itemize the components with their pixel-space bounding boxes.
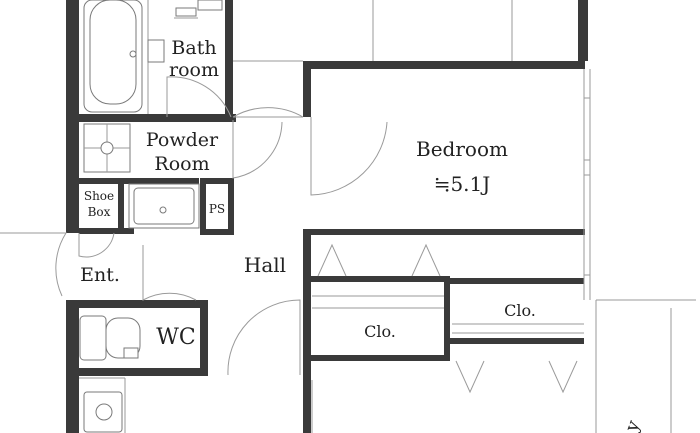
toilet — [79, 315, 141, 361]
wc-label: WC — [156, 325, 195, 350]
shoebox-label-line1: Shoe — [84, 189, 114, 203]
wall-powder-bottom — [79, 178, 199, 184]
wall-left-middle — [66, 118, 79, 233]
wall-bath-bottom — [66, 114, 236, 122]
wall-closet-divider — [444, 276, 450, 361]
bedroom-label: Bedroom — [416, 137, 508, 161]
wall-wc-right — [200, 300, 208, 376]
washbasin — [128, 183, 200, 229]
entrance-label: Ent. — [80, 264, 120, 286]
wall-shoebox-bottom — [79, 228, 134, 234]
balcony-label-partial: y — [621, 417, 645, 433]
wall-closet-right-top — [444, 278, 584, 284]
wall-ps-right — [228, 178, 234, 234]
wall-closet-left-top — [305, 276, 450, 282]
wc-door — [227, 299, 301, 376]
washing-machine — [83, 123, 131, 173]
bath-door — [166, 76, 232, 118]
wall-closet-left-bottom — [305, 355, 450, 361]
wall-bedroom-top — [303, 61, 585, 69]
hall-label: Hall — [244, 253, 286, 277]
closet-left-label: Clo. — [364, 322, 396, 341]
bedroom-size: ≒5.1J — [434, 172, 491, 196]
wall-ps-left — [200, 178, 206, 234]
wall-wc-bottom — [66, 368, 206, 376]
hall-upper-door — [232, 60, 304, 118]
lower-sink — [83, 391, 123, 433]
wall-bath-right — [225, 0, 233, 118]
wall-shoebox-right — [118, 178, 124, 234]
closet-right-label: Clo. — [504, 301, 536, 320]
powder-label-line1: Powder — [146, 129, 219, 151]
ps-label: PS — [209, 202, 225, 216]
wall-left-upper — [66, 0, 79, 118]
bath-label-line1: Bath — [171, 37, 216, 59]
wall-bedroom-left-upper — [303, 61, 311, 117]
bath-faucet — [147, 0, 223, 63]
bedroom-door — [310, 117, 388, 196]
balcony-glass — [584, 159, 590, 176]
entrance-door — [0, 232, 67, 297]
bathtub — [83, 0, 143, 113]
powder-label-line2: Room — [154, 153, 209, 175]
wall-right-upper — [578, 0, 588, 61]
labels: Bath room Powder Room Shoe Box PS Ent. H… — [80, 37, 645, 433]
doors — [0, 60, 388, 376]
wall-bedroom-bottom — [303, 229, 585, 235]
hall-door — [142, 245, 197, 301]
bath-label-line2: room — [169, 59, 219, 81]
closet-doors — [317, 243, 578, 394]
wall-ps-bottom — [200, 229, 234, 235]
shoebox-label-line2: Box — [88, 205, 111, 219]
wall-closet-right-bottom — [444, 338, 584, 344]
wall-hall-right — [303, 233, 311, 433]
walls — [66, 0, 588, 433]
wall-left-lower — [66, 300, 79, 433]
shoebox-door — [78, 232, 115, 258]
powder-door — [232, 120, 283, 179]
wall-wc-top — [66, 300, 206, 308]
wall-ps-top — [200, 178, 234, 184]
